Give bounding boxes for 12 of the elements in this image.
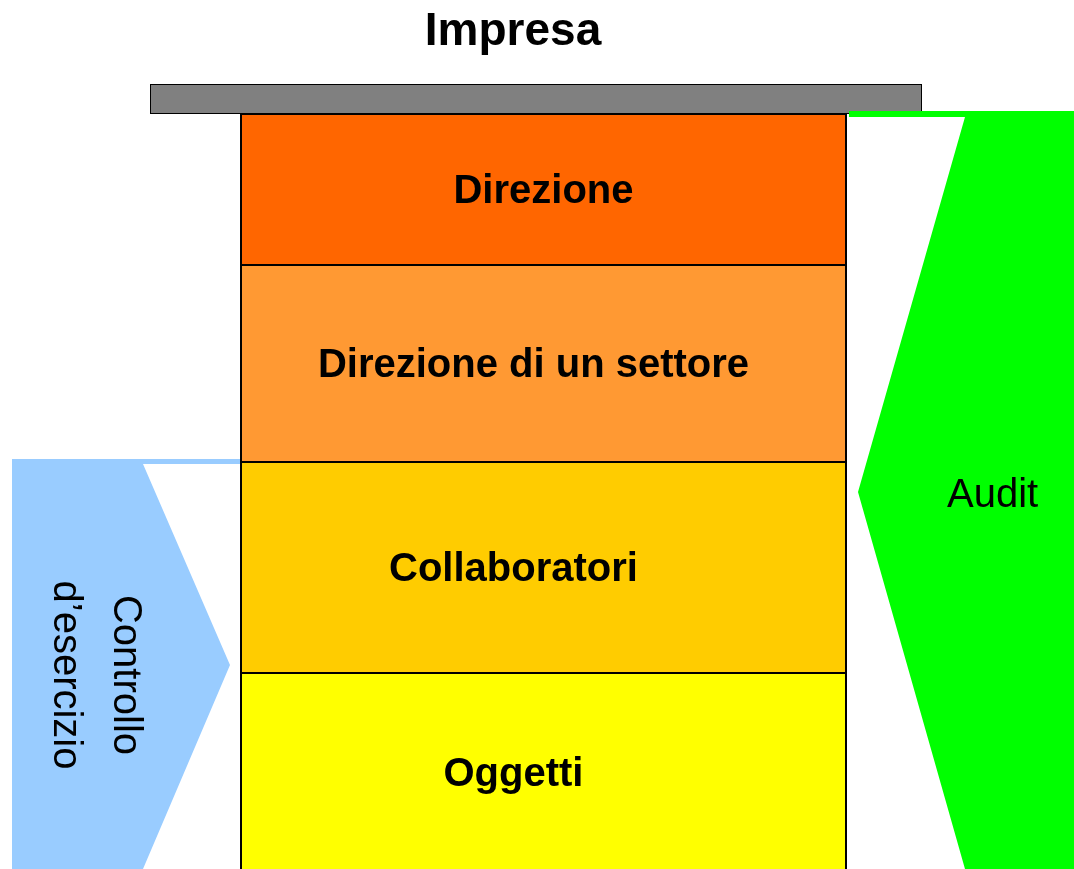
arrow-label: Controllo d’esercizio bbox=[45, 579, 151, 772]
layer-band bbox=[240, 672, 847, 869]
layer-label: Direzione di un settore bbox=[317, 341, 750, 386]
layer-band bbox=[240, 113, 847, 266]
layer-band bbox=[240, 264, 847, 463]
title: Impresa bbox=[423, 2, 603, 56]
layer-label: Direzione bbox=[453, 167, 634, 212]
roof-bar bbox=[150, 84, 922, 114]
layer-label: Oggetti bbox=[443, 749, 584, 795]
arrow-label: Audit bbox=[947, 470, 1039, 517]
layer-band bbox=[240, 461, 847, 674]
layer-label: Collaboratori bbox=[389, 545, 638, 590]
